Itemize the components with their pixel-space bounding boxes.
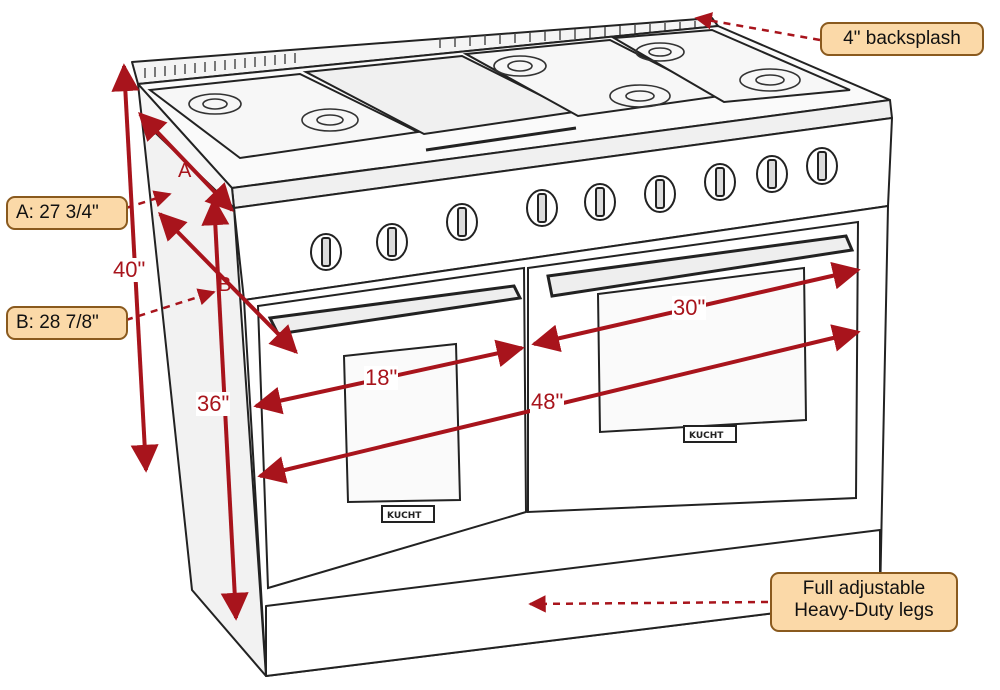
control-knob-grip (767, 159, 777, 189)
small-oven-brand-label: KUCHT (387, 511, 422, 521)
depth-b-callout-text: B: 28 7/8" (16, 312, 99, 333)
control-knob-grip (457, 207, 467, 237)
depth-b-marker: B (218, 274, 232, 296)
depth-b-callout: B: 28 7/8" (6, 306, 128, 340)
dashed-arrow-icon (125, 12, 821, 613)
legs-callout-line2: Heavy-Duty legs (794, 600, 934, 621)
depth-a-callout: A: 27 3/4" (6, 196, 128, 230)
large-oven-width-label: 30" (672, 295, 707, 320)
small-oven-width-label: 18" (364, 365, 399, 390)
cooktop-height-label: 36" (196, 391, 231, 416)
legs-callout-line1: Full adjustable (802, 578, 926, 599)
control-knob-grip (537, 193, 547, 223)
backsplash-callout-text: 4" backsplash (843, 28, 961, 49)
depth-a-callout-text: A: 27 3/4" (16, 202, 99, 223)
depth-a-line (138, 111, 234, 213)
control-knob-grip (715, 167, 725, 197)
control-knob-grip (321, 237, 331, 267)
gas-burner-icon (188, 42, 801, 132)
large-oven-brand-label: KUCHT (689, 431, 724, 441)
control-knob-grip (817, 151, 827, 181)
control-knob-grip (595, 187, 605, 217)
right-grate (610, 28, 851, 104)
control-knob-icon (310, 147, 838, 271)
depth-a-marker: A (178, 160, 192, 182)
backsplash-callout: 4" backsplash (820, 22, 984, 56)
control-knob-grip (655, 179, 665, 209)
overall-width-label: 48" (530, 389, 565, 414)
legs-callout: Full adjustable Heavy-Duty legs (770, 572, 958, 632)
overall-height-label: 40" (112, 257, 147, 282)
control-knob-grip (387, 227, 397, 257)
small-oven-window (342, 342, 462, 504)
